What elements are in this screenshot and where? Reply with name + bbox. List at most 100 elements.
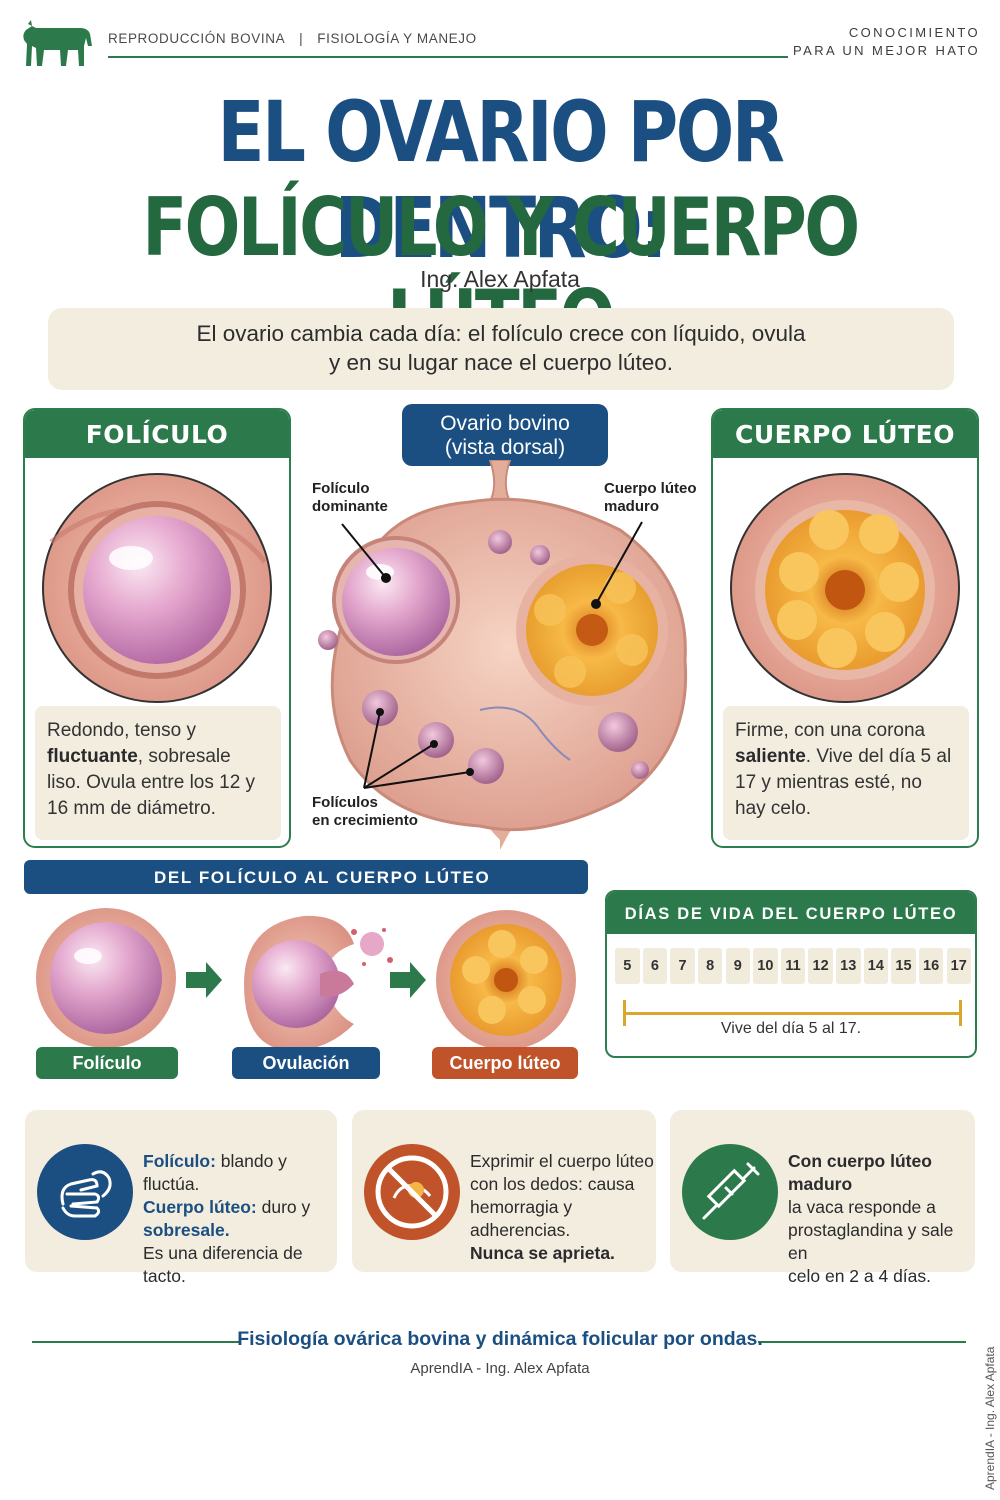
process-step-corpus-luteum: Cuerpo lúteo xyxy=(432,1047,578,1079)
corpus-luteum xyxy=(516,554,668,706)
tip1-t3: Es una diferencia de tacto. xyxy=(143,1243,303,1286)
corpus-luteum-card-title: CUERPO LÚTEO xyxy=(713,410,977,458)
follicle-illustration xyxy=(42,473,272,703)
day-cell: 16 xyxy=(918,948,944,984)
callout-growing-follicles: Folículos en crecimiento xyxy=(312,794,418,830)
ovary-badge: Ovario bovino (vista dorsal) xyxy=(402,404,608,466)
no-squeeze-icon xyxy=(364,1144,460,1240)
callout-dominant-follicle: Folículo dominante xyxy=(312,480,388,516)
intro-line2: y en su lugar nace el cuerpo lúteo. xyxy=(329,350,673,375)
day-cell: 8 xyxy=(697,948,723,984)
tip1-hl1: Folículo: xyxy=(143,1151,216,1171)
days-range-end xyxy=(959,1000,962,1026)
tip3-l1: Con cuerpo lúteo maduro xyxy=(788,1151,932,1194)
day-cell: 17 xyxy=(946,948,971,984)
header-separator: | xyxy=(299,31,304,46)
footer-main: Fisiología ovárica bovina y dinámica fol… xyxy=(237,1328,763,1350)
callout-growing-line2: en crecimiento xyxy=(312,812,418,829)
callout-cl-line1: Cuerpo lúteo xyxy=(604,480,697,497)
follicle-text-2: , sobresale liso. Ovula entre los 12 y 1… xyxy=(47,746,256,819)
footer-sub: AprendIA - Ing. Alex Apfata xyxy=(410,1360,590,1377)
cow-icon xyxy=(23,20,92,66)
day-cell: 15 xyxy=(891,948,916,984)
day-cell: 5 xyxy=(615,948,640,984)
page-title-line1: EL OVARIO POR DENTRO: xyxy=(217,83,785,277)
arrow-right-icon xyxy=(186,962,222,998)
follicle-text-bold: fluctuante xyxy=(47,746,138,767)
process-ovulation xyxy=(244,915,393,1051)
author: Ing. Alex Apfata xyxy=(420,266,580,292)
follicle-text-1: Redondo, tenso y xyxy=(47,720,196,741)
process-step-ovulation: Ovulación xyxy=(232,1047,380,1079)
tip1-hl3: sobresale. xyxy=(143,1220,230,1240)
tip-palpation: Folículo: blando y fluctúa. Cuerpo lúteo… xyxy=(25,1110,337,1286)
follicle-card-title: FOLÍCULO xyxy=(25,410,289,458)
days-note: Vive del día 5 al 17. xyxy=(720,1020,862,1037)
tagline-line2: PARA UN MEJOR HATO xyxy=(793,43,980,58)
days-title: DÍAS DE VIDA DEL CUERPO LÚTEO xyxy=(607,892,975,934)
tip3-l4: celo en 2 a 4 días. xyxy=(788,1266,932,1286)
cl-text-bold: saliente xyxy=(735,746,806,767)
cl-text-2: . Vive del día 5 al 17 y mientras esté, … xyxy=(735,746,952,819)
day-cell: 12 xyxy=(808,948,833,984)
callout-dominant-line2: dominante xyxy=(312,498,388,515)
day-cell: 14 xyxy=(863,948,889,984)
tip-warning-text: Exprimir el cuerpo lúteo con los dedos: … xyxy=(470,1150,656,1265)
tip2-l3: hemorragia y adherencias. xyxy=(470,1197,573,1240)
day-cell: 9 xyxy=(725,948,750,984)
header-subsection: FISIOLOGÍA Y MANEJO xyxy=(317,31,477,46)
tip1-t1: blando y fluctúa. xyxy=(143,1151,287,1194)
tip-prostaglandin-text: Con cuerpo lúteo maduro la vaca responde… xyxy=(788,1150,975,1288)
days-range-start xyxy=(623,1000,626,1026)
header-breadcrumb: REPRODUCCIÓN BOVINA | FISIOLOGÍA Y MANEJO xyxy=(108,31,477,46)
day-cell: 11 xyxy=(780,948,806,984)
tip3-l2: la vaca responde a xyxy=(788,1197,936,1217)
palpation-hand-icon xyxy=(37,1144,133,1240)
day-cell: 13 xyxy=(836,948,861,984)
tip1-hl2: Cuerpo lúteo: xyxy=(143,1197,257,1217)
process-corpus-luteum xyxy=(436,910,576,1050)
tip-prostaglandin: Con cuerpo lúteo maduro la vaca responde… xyxy=(670,1110,975,1286)
corpus-luteum-description: Firme, con una corona saliente. Vive del… xyxy=(723,706,969,840)
callout-dominant-line1: Folículo xyxy=(312,480,370,497)
vertical-credit: AprendIA - Ing. Alex Apfata xyxy=(983,1346,997,1490)
tip-palpation-text: Folículo: blando y fluctúa. Cuerpo lúteo… xyxy=(143,1150,337,1288)
ovary-illustration xyxy=(318,460,688,850)
callout-corpus-luteum: Cuerpo lúteo maduro xyxy=(604,480,697,516)
arrow-right-icon xyxy=(390,962,426,998)
days-row: 5 6 7 8 9 10 11 12 13 14 15 16 17 xyxy=(615,948,971,984)
days-range-line xyxy=(625,1012,961,1015)
intro-line1: El ovario cambia cada día: el folículo c… xyxy=(196,321,806,346)
callout-cl-line2: maduro xyxy=(604,498,660,515)
header-section: REPRODUCCIÓN BOVINA xyxy=(108,31,286,46)
syringe-icon xyxy=(682,1144,778,1240)
footer-rule-right xyxy=(758,1341,966,1343)
header-tagline: CONOCIMIENTO PARA UN MEJOR HATO xyxy=(760,24,980,60)
tip1-t2: duro y xyxy=(256,1197,311,1217)
follicle-description: Redondo, tenso y fluctuante, sobresale l… xyxy=(35,706,281,840)
cl-text-1: Firme, con una corona xyxy=(735,720,926,741)
tip2-l4: Nunca se aprieta. xyxy=(470,1243,615,1263)
process-illustration xyxy=(36,908,576,1051)
days-card: DÍAS DE VIDA DEL CUERPO LÚTEO 5 6 7 8 9 … xyxy=(605,890,977,1058)
tip2-l1: Exprimir el cuerpo lúteo xyxy=(470,1151,654,1171)
header: REPRODUCCIÓN BOVINA|FISIOLOGÍA Y MANEJO … xyxy=(0,0,1000,80)
intro-box: El ovario cambia cada día: el folículo c… xyxy=(48,308,954,390)
corpus-luteum-illustration xyxy=(730,473,960,703)
process-step-follicle: Folículo xyxy=(36,1047,178,1079)
follicle-card: FOLÍCULO Redondo, tenso y fluctuante, so… xyxy=(23,408,291,848)
tagline-line1: CONOCIMIENTO xyxy=(848,25,980,40)
tip-warning: Exprimir el cuerpo lúteo con los dedos: … xyxy=(352,1110,656,1272)
header-rule xyxy=(108,56,788,58)
day-cell: 7 xyxy=(670,948,695,984)
ovary-badge-line1: Ovario bovino xyxy=(440,412,570,435)
corpus-luteum-card: CUERPO LÚTEO Firme, con una corona salie… xyxy=(711,408,979,848)
process-follicle xyxy=(36,908,176,1048)
ovary-badge-line2: (vista dorsal) xyxy=(444,436,566,459)
tip3-l3: prostaglandina y sale en xyxy=(788,1220,954,1263)
tip2-l2: con los dedos: causa xyxy=(470,1174,635,1194)
day-cell: 10 xyxy=(753,948,778,984)
footer-rule-left xyxy=(32,1341,240,1343)
process-title: DEL FOLÍCULO AL CUERPO LÚTEO xyxy=(24,860,588,894)
day-cell: 6 xyxy=(642,948,668,984)
